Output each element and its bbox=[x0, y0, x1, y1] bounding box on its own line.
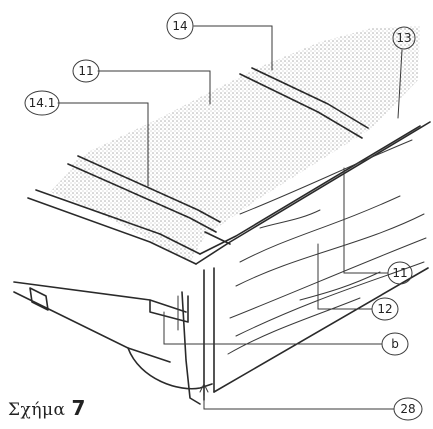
callout-28: 28 bbox=[393, 397, 423, 421]
callout-28-label: 28 bbox=[400, 402, 415, 416]
callout-13: 13 bbox=[392, 26, 416, 50]
callout-11-top: 11 bbox=[72, 59, 100, 83]
callout-b: b bbox=[381, 332, 409, 356]
batten-strips bbox=[27, 67, 369, 265]
callout-11-right: 11 bbox=[387, 261, 413, 285]
leader-lines bbox=[57, 25, 403, 410]
caption-number: 7 bbox=[71, 396, 86, 420]
callout-14-1-label: 14.1 bbox=[29, 96, 56, 110]
callout-13-label: 13 bbox=[396, 31, 411, 45]
callout-b-label: b bbox=[391, 337, 399, 351]
fascia-board bbox=[195, 121, 431, 401]
gutter-assembly bbox=[13, 281, 213, 405]
callout-14: 14 bbox=[166, 12, 194, 40]
callout-11-right-label: 11 bbox=[392, 266, 407, 280]
callout-11-top-label: 11 bbox=[78, 64, 93, 78]
callout-14-label: 14 bbox=[172, 19, 187, 33]
callout-12-label: 12 bbox=[377, 302, 392, 316]
callout-12: 12 bbox=[371, 297, 399, 321]
roof-surface bbox=[50, 26, 420, 262]
caption-word: Σχήμα bbox=[8, 400, 66, 420]
callout-14-1: 14.1 bbox=[24, 90, 60, 116]
